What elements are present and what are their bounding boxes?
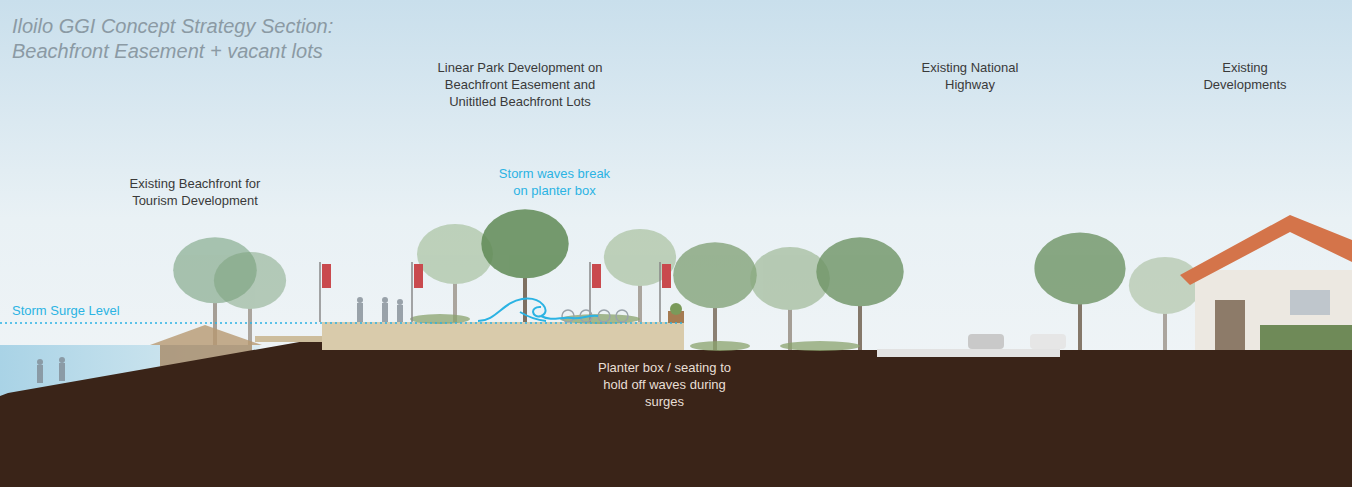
tree bbox=[214, 252, 286, 345]
house bbox=[1180, 215, 1352, 350]
wave-symbol bbox=[478, 299, 598, 321]
tree bbox=[673, 242, 757, 350]
tree bbox=[816, 237, 903, 350]
cars bbox=[968, 334, 1066, 349]
trees bbox=[173, 209, 1201, 350]
zone-label: Existing Developments bbox=[1185, 60, 1305, 94]
park-platform bbox=[322, 322, 684, 350]
tree bbox=[604, 229, 676, 322]
storm-surge-line bbox=[0, 322, 684, 324]
callout-label: Storm waves break on planter box bbox=[492, 166, 617, 200]
steps bbox=[255, 336, 322, 342]
tree bbox=[417, 224, 493, 322]
ground bbox=[0, 338, 1352, 487]
shrubs bbox=[410, 314, 860, 351]
planter-plant bbox=[670, 303, 682, 315]
tree bbox=[1034, 232, 1125, 350]
national-highway bbox=[877, 349, 1060, 357]
callout-label: Planter box / seating to hold off waves … bbox=[592, 360, 737, 411]
zone-label: Existing Beachfront for Tourism Developm… bbox=[110, 176, 280, 210]
tree bbox=[481, 209, 568, 322]
section-title: Iloilo GGI Concept Strategy Section: Bea… bbox=[12, 14, 412, 64]
level-label: Storm Surge Level bbox=[12, 303, 152, 320]
zone-label: Linear Park Development on Beachfront Ea… bbox=[425, 60, 615, 111]
flags bbox=[320, 262, 671, 322]
zone-label: Existing National Highway bbox=[910, 60, 1030, 94]
